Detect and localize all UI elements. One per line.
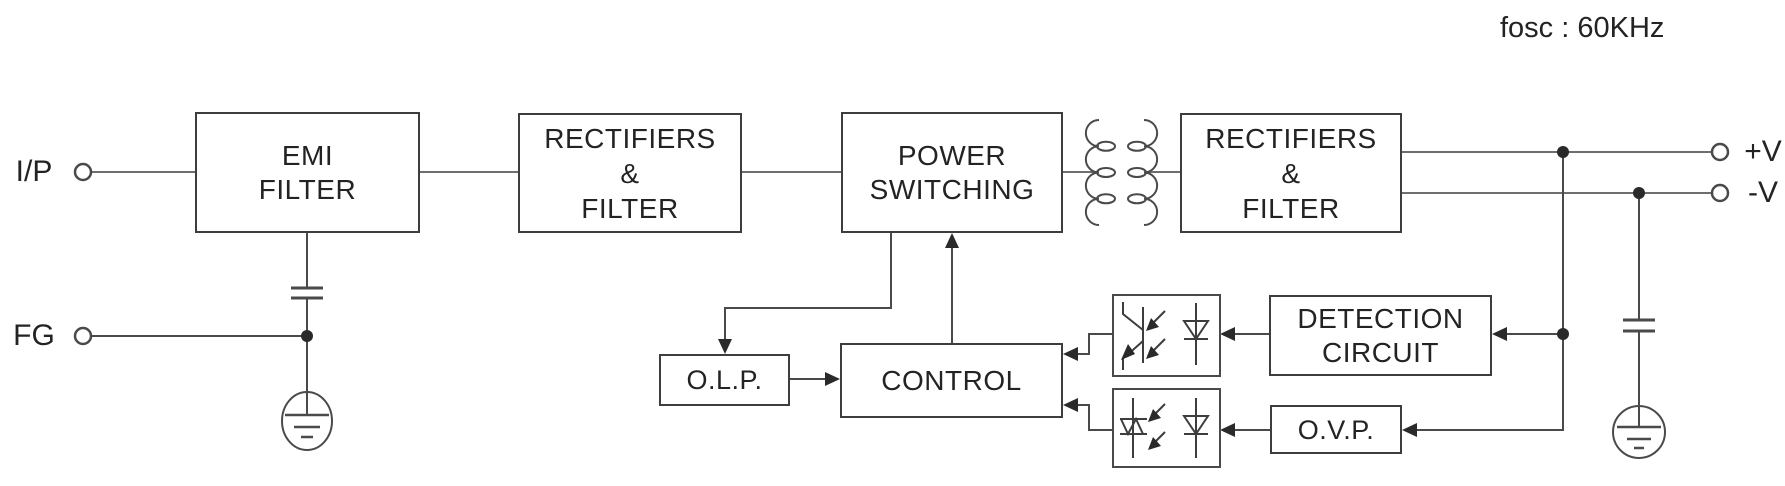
output-rails [1402, 151, 1712, 194]
output-rectifiers-label: RECTIFIERS & FILTER [1205, 122, 1377, 224]
olp-block: O.L.P. [659, 354, 790, 406]
pos-terminal-label: +V [1744, 135, 1782, 168]
feedback-wires [91, 152, 1640, 431]
olp-label: O.L.P. [686, 365, 763, 395]
optocoupler-lower-icon [1112, 388, 1221, 468]
emi-filter-label: EMI FILTER [258, 139, 357, 205]
left-ground-icon [281, 391, 333, 451]
input-rectifiers-block: RECTIFIERS & FILTER [518, 113, 742, 233]
detection-circuit-block: DETECTION CIRCUIT [1269, 295, 1492, 376]
power-switching-block: POWER SWITCHING [841, 112, 1063, 233]
junction-dots [301, 146, 1645, 342]
arrowheads [718, 233, 1507, 437]
detection-circuit-label: DETECTION CIRCUIT [1297, 302, 1464, 368]
emi-filter-block: EMI FILTER [195, 112, 420, 233]
terminal-circles [73, 142, 1730, 346]
neg-terminal-icon [1710, 183, 1730, 203]
control-block: CONTROL [840, 343, 1063, 418]
pos-terminal-icon [1710, 142, 1730, 162]
fg-terminal-label: FG [13, 319, 55, 352]
ovp-block: O.V.P. [1270, 405, 1402, 454]
power-switching-label: POWER SWITCHING [869, 139, 1035, 205]
input-rectifiers-label: RECTIFIERS & FILTER [544, 122, 716, 224]
fosc-annotation: fosc : 60KHz [1500, 12, 1665, 44]
output-rectifiers-block: RECTIFIERS & FILTER [1180, 113, 1402, 233]
right-capacitor-icon [1623, 318, 1655, 333]
ip-terminal-label: I/P [15, 155, 53, 188]
optocoupler-upper-icon [1112, 294, 1221, 377]
control-label: CONTROL [881, 364, 1022, 396]
ip-terminal-icon [73, 162, 93, 182]
transformer-icon [1084, 119, 1159, 226]
ovp-label: O.V.P. [1297, 414, 1375, 445]
right-ground-icon [1612, 405, 1666, 459]
left-capacitor-icon [291, 286, 323, 300]
neg-terminal-label: -V [1748, 176, 1778, 209]
fg-terminal-icon [73, 326, 93, 346]
